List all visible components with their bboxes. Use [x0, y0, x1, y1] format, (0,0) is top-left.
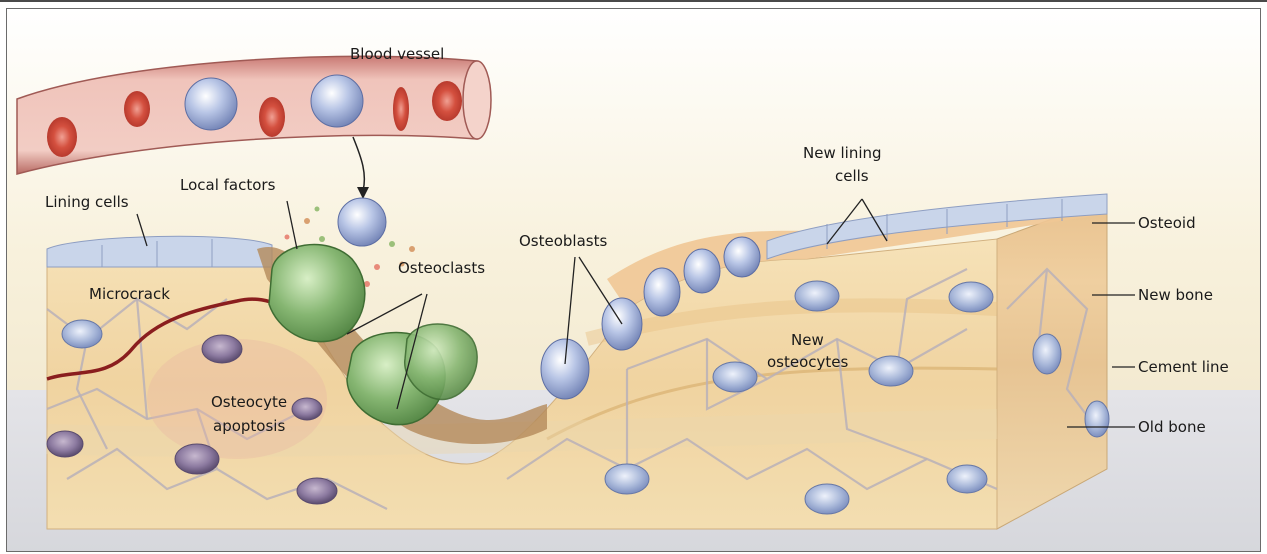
label-osteocyte-apoptosis-line2: apoptosis [213, 417, 285, 435]
label-osteoid: Osteoid [1138, 214, 1196, 232]
label-old-bone: Old bone [1138, 418, 1206, 436]
label-cement-line: Cement line [1138, 358, 1229, 376]
label-osteoclasts: Osteoclasts [398, 259, 485, 277]
label-osteoblasts: Osteoblasts [519, 232, 607, 250]
illustration-canvas: Blood vessel Local factors Lining cells … [7, 9, 1261, 552]
bone-remodeling-illustration: Blood vessel Local factors Lining cells … [6, 8, 1261, 552]
label-new-lining-cells-line1: New lining [803, 144, 882, 162]
label-new-lining-cells-line2: cells [835, 167, 869, 185]
label-new-bone: New bone [1138, 286, 1213, 304]
precursor-cell [338, 198, 386, 246]
label-new-osteocytes-line1: New [791, 331, 824, 349]
label-microcrack: Microcrack [89, 285, 170, 303]
label-local-factors: Local factors [180, 176, 276, 194]
label-osteocyte-apoptosis-line1: Osteocyte [211, 393, 287, 411]
label-blood-vessel: Blood vessel [350, 45, 444, 63]
label-lining-cells: Lining cells [45, 193, 129, 211]
label-new-osteocytes-line2: osteocytes [767, 353, 849, 371]
